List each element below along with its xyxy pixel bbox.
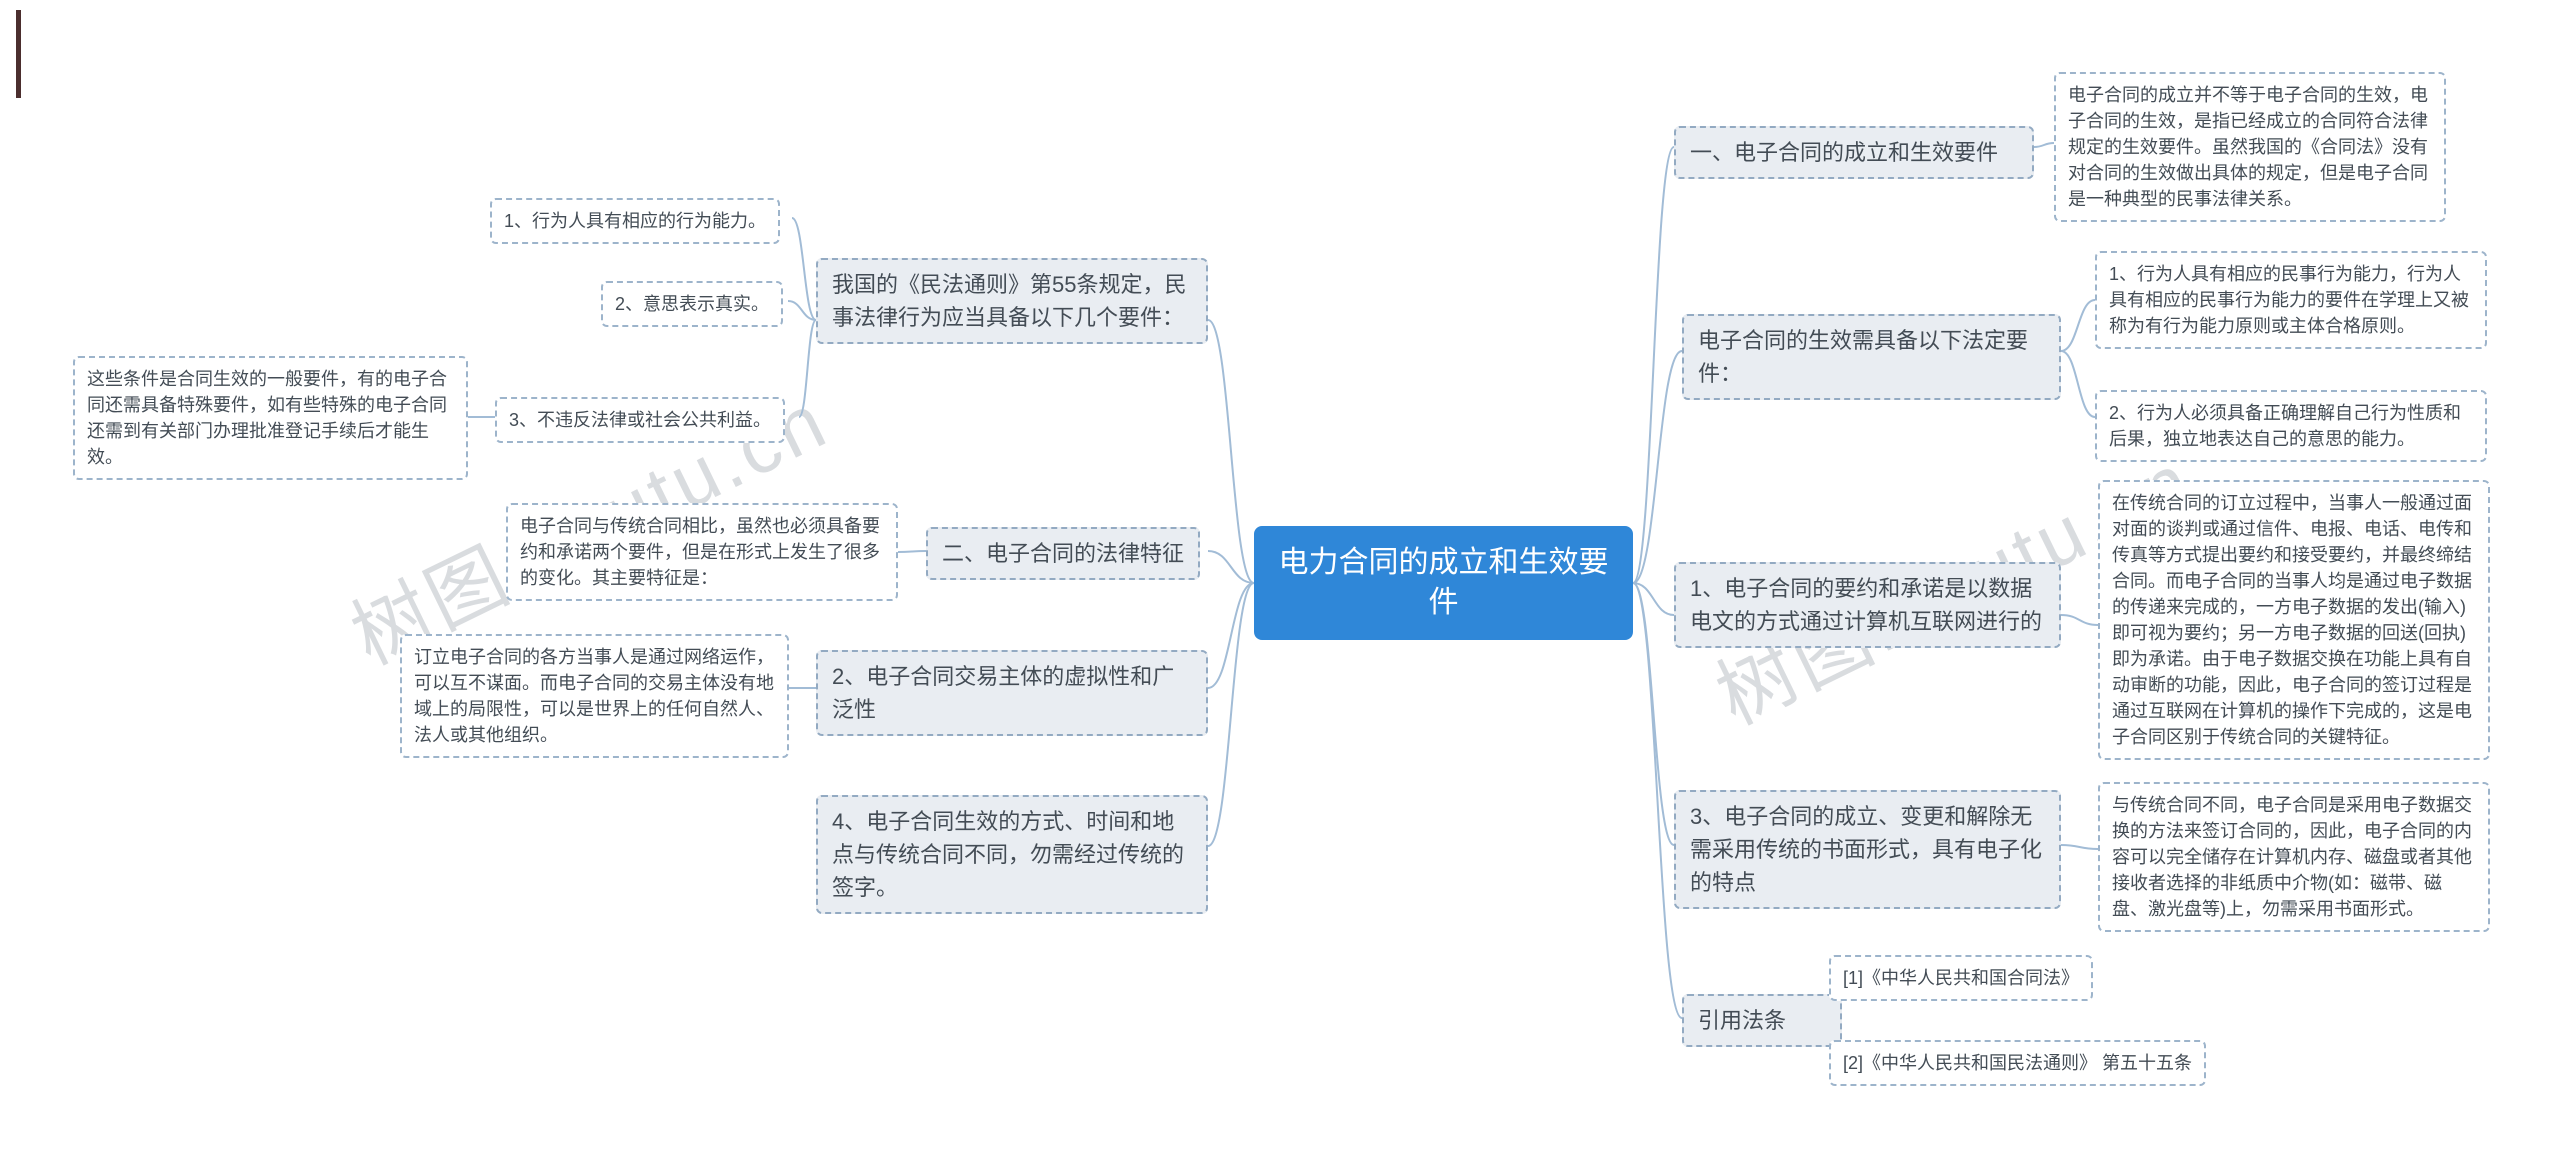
node-statutory-requirements[interactable]: 电子合同的生效需具备以下法定要件： — [1682, 314, 2061, 400]
node-establish-effect[interactable]: 一、电子合同的成立和生效要件 — [1674, 126, 2034, 179]
leaf-non-paper-medium[interactable]: 与传统合同不同，电子合同是采用电子数据交换的方法来签订合同的，因此，电子合同的内… — [2098, 782, 2490, 932]
leaf-edi-process[interactable]: 在传统合同的订立过程中，当事人一般通过面对面的谈判或通过信件、电报、电话、电传和… — [2098, 480, 2490, 760]
node-legal-features[interactable]: 二、电子合同的法律特征 — [926, 527, 1201, 580]
node-electronic-form[interactable]: 3、电子合同的成立、变更和解除无需采用传统的书面形式，具有电子化的特点 — [1674, 790, 2061, 909]
node-offer-acceptance-data[interactable]: 1、电子合同的要约和承诺是以数据电文的方式通过计算机互联网进行的 — [1674, 562, 2061, 648]
root-node[interactable]: 电力合同的成立和生效要件 — [1254, 526, 1633, 640]
leaf-capacity[interactable]: 1、行为人具有相应的行为能力。 — [490, 198, 781, 244]
node-effect-method[interactable]: 4、电子合同生效的方式、时间和地点与传统合同不同，勿需经过传统的签字。 — [816, 795, 1208, 914]
node-subject-virtuality[interactable]: 2、电子合同交易主体的虚拟性和广泛性 — [816, 650, 1208, 736]
leaf-establish-vs-effect[interactable]: 电子合同的成立并不等于电子合同的生效，电子合同的生效，是指已经成立的合同符合法律… — [2054, 72, 2446, 222]
node-cited-laws[interactable]: 引用法条 — [1682, 994, 1842, 1047]
leaf-true-intent[interactable]: 2、意思表示真实。 — [601, 281, 784, 327]
page-edge-mark — [16, 10, 21, 98]
leaf-civil-law-55[interactable]: [2]《中华人民共和国民法通则》 第五十五条 — [1829, 1040, 2207, 1086]
leaf-contract-law[interactable]: [1]《中华人民共和国合同法》 — [1829, 955, 2094, 1001]
leaf-civil-capacity[interactable]: 1、行为人具有相应的民事行为能力，行为人具有相应的民事行为能力的要件在学理上又被… — [2095, 251, 2487, 349]
leaf-network-parties[interactable]: 订立电子合同的各方当事人是通过网络运作，可以互不谋面。而电子合同的交易主体没有地… — [400, 634, 789, 758]
leaf-understanding-ability[interactable]: 2、行为人必须具备正确理解自己行为性质和后果，独立地表达自己的意思的能力。 — [2095, 390, 2487, 462]
leaf-features-intro[interactable]: 电子合同与传统合同相比，虽然也必须具备要约和承诺两个要件，但是在形式上发生了很多… — [506, 503, 898, 601]
node-minfatongze-requirements[interactable]: 我国的《民法通则》第55条规定，民事法律行为应当具备以下几个要件： — [816, 258, 1208, 344]
leaf-general-requirements-note[interactable]: 这些条件是合同生效的一般要件，有的电子合同还需具备特殊要件，如有些特殊的电子合同… — [73, 356, 468, 480]
leaf-not-illegal[interactable]: 3、不违反法律或社会公共利益。 — [495, 397, 786, 443]
